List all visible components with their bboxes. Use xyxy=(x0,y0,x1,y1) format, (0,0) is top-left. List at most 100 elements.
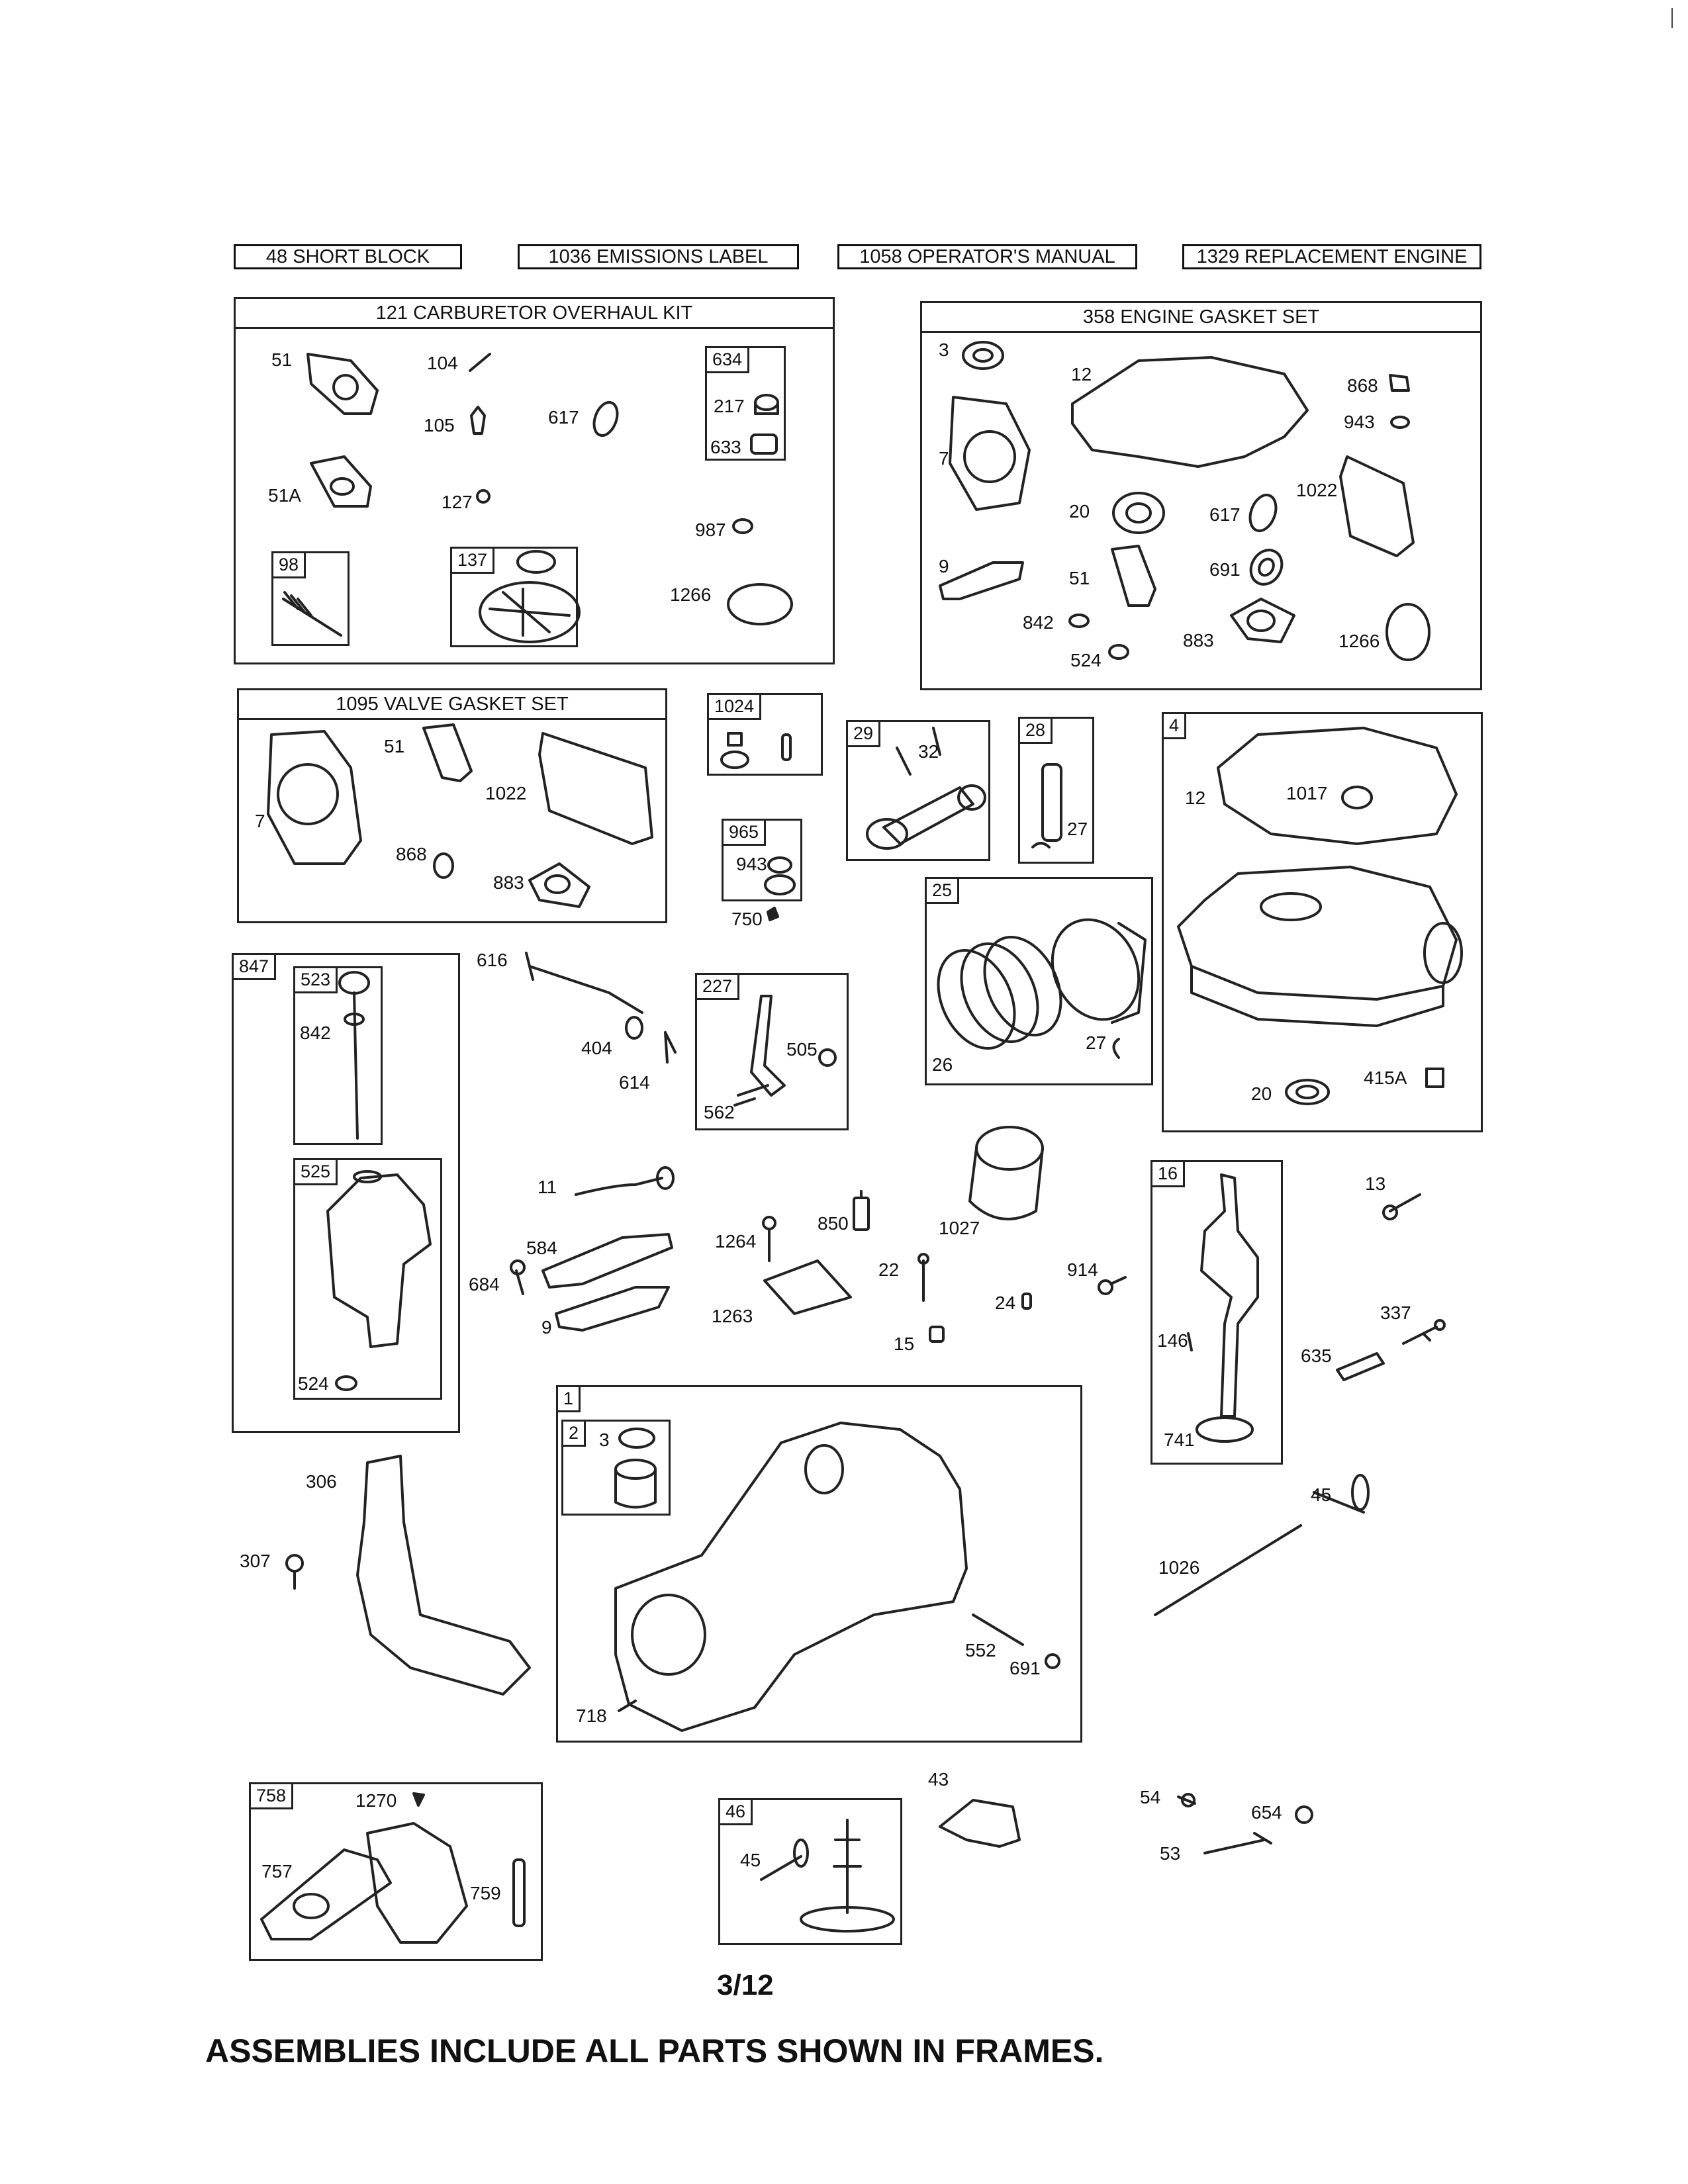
label-943: 943 xyxy=(1344,412,1375,432)
pin-759-icon xyxy=(512,1858,526,1927)
label-1264: 1264 xyxy=(715,1231,757,1251)
corner-mark xyxy=(1671,8,1673,28)
pin-718-icon xyxy=(618,1700,637,1712)
label-45b: 45 xyxy=(740,1850,761,1870)
washer-404-icon xyxy=(625,1016,643,1040)
governor-lever-227-icon xyxy=(737,995,786,1097)
label-20b: 20 xyxy=(1251,1083,1272,1104)
bracket-1263-icon xyxy=(763,1259,852,1315)
frame-carburetor-kit-title: 121 CARBURETOR OVERHAUL KIT xyxy=(236,299,833,329)
sleeve-2-icon xyxy=(614,1459,657,1509)
label-691b: 691 xyxy=(1009,1658,1041,1678)
label-51: 51 xyxy=(271,349,293,370)
seal-1017-icon xyxy=(1341,786,1373,809)
oring-524-icon xyxy=(335,1375,357,1391)
air-guide-306-icon xyxy=(356,1455,531,1696)
label-104: 104 xyxy=(427,353,458,373)
bracket-757-icon xyxy=(260,1848,392,1940)
frame-carburetor-kit: 121 CARBURETOR OVERHAUL KIT xyxy=(234,297,835,664)
label-146: 146 xyxy=(1157,1330,1188,1351)
label-850: 850 xyxy=(818,1213,849,1234)
label-26: 26 xyxy=(932,1054,953,1075)
label-584: 584 xyxy=(526,1238,557,1258)
label-127: 127 xyxy=(442,492,473,512)
bolt-1264-icon xyxy=(762,1216,776,1262)
badge-523: 523 xyxy=(295,968,338,993)
seal-633-icon xyxy=(750,433,778,455)
frame-28: 28 xyxy=(1018,717,1094,864)
label-20: 20 xyxy=(1069,501,1090,522)
plug-868-icon xyxy=(1389,374,1410,392)
dipstick-tube-525-icon xyxy=(326,1170,432,1348)
label-22: 22 xyxy=(878,1259,900,1280)
oring-943-icon xyxy=(1390,416,1410,429)
cylinder-block-1-icon xyxy=(614,1422,968,1732)
connecting-rod-29-icon xyxy=(866,727,986,850)
label-914: 914 xyxy=(1067,1259,1098,1280)
camshaft-46-icon xyxy=(800,1819,895,1933)
label-51c: 51 xyxy=(384,736,405,756)
frame-engine-gasket-set: 358 ENGINE GASKET SET xyxy=(920,301,1482,690)
frame-965: 965 xyxy=(722,819,802,901)
nut-15-icon xyxy=(929,1326,945,1343)
label-614: 614 xyxy=(619,1072,650,1093)
gasket-1022-icon xyxy=(1339,455,1415,557)
label-1017: 1017 xyxy=(1286,783,1328,803)
cap-524-icon xyxy=(1108,644,1129,660)
crankcase-sump-icon xyxy=(1177,866,1463,1027)
label-943b: 943 xyxy=(736,854,767,874)
label-1026: 1026 xyxy=(1158,1557,1200,1578)
label-53: 53 xyxy=(1160,1843,1181,1864)
label-54: 54 xyxy=(1140,1787,1161,1807)
frame-523: 523 xyxy=(293,966,383,1145)
label-51b: 51 xyxy=(1069,568,1090,588)
hairpin-614-icon xyxy=(664,1031,677,1064)
label-750: 750 xyxy=(731,909,763,929)
gasket-137-icon xyxy=(479,550,581,643)
label-842b: 842 xyxy=(300,1023,331,1043)
spark-plug-337-icon xyxy=(1402,1319,1446,1345)
label-505: 505 xyxy=(786,1039,818,1060)
label-741: 741 xyxy=(1164,1430,1195,1450)
plug-wire-635-icon xyxy=(1336,1352,1385,1381)
bolt-684-icon xyxy=(510,1259,526,1295)
badge-46: 46 xyxy=(720,1800,753,1825)
label-217: 217 xyxy=(714,396,745,416)
retainer-1024-icon xyxy=(720,732,749,769)
header-short-block: 48 SHORT BLOCK xyxy=(234,244,462,269)
badge-25: 25 xyxy=(927,879,960,904)
bolt-13-icon xyxy=(1382,1193,1421,1220)
crankshaft-16-icon xyxy=(1196,1173,1259,1443)
label-337: 337 xyxy=(1380,1302,1411,1323)
label-617: 617 xyxy=(548,407,579,428)
label-24: 24 xyxy=(995,1293,1016,1313)
piston-rings-icon xyxy=(937,935,1062,1050)
frame-16: 16 xyxy=(1150,1160,1283,1465)
piston-25-icon xyxy=(1051,918,1147,1024)
header-emissions-label: 1036 EMISSIONS LABEL xyxy=(518,244,799,269)
nut-505-icon xyxy=(818,1048,837,1067)
frame-98: 98 xyxy=(271,551,350,646)
ring-127-icon xyxy=(476,489,491,504)
badge-4: 4 xyxy=(1164,714,1187,739)
key-146-icon xyxy=(1187,1332,1193,1351)
badge-758: 758 xyxy=(251,1784,294,1809)
breather-tube-11-icon xyxy=(575,1166,675,1196)
frame-25: 25 xyxy=(925,877,1153,1085)
badge-1: 1 xyxy=(558,1387,581,1412)
label-3: 3 xyxy=(939,340,949,360)
oring-1266-icon xyxy=(727,583,793,625)
label-552: 552 xyxy=(965,1640,996,1661)
label-1022b: 1022 xyxy=(485,783,527,803)
badge-137: 137 xyxy=(452,549,495,574)
label-616: 616 xyxy=(477,950,508,970)
badge-98: 98 xyxy=(273,553,306,578)
label-1022: 1022 xyxy=(1296,480,1338,500)
bolt-54-icon xyxy=(1177,1793,1196,1807)
pin-552-icon xyxy=(972,1614,1024,1646)
footer-note: ASSEMBLIES INCLUDE ALL PARTS SHOWN IN FR… xyxy=(205,2032,1104,2070)
frame-525: 525 xyxy=(293,1158,442,1400)
stud-53-icon xyxy=(1203,1832,1272,1854)
needle-105-icon xyxy=(470,406,486,435)
